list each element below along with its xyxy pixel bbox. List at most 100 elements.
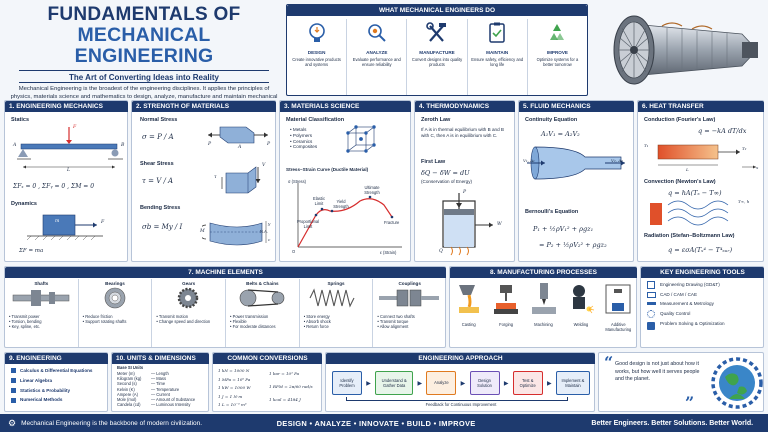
convection-diagram: [650, 200, 729, 226]
bullet: Store energy: [304, 314, 369, 319]
bernoulli-equation-line1: P₁ + ½ρV₁² + ρgz₁: [533, 225, 594, 233]
work-w-label: W: [497, 222, 502, 227]
jet-engine-illustration: [592, 4, 764, 96]
material-item: Metals: [290, 127, 317, 133]
machining-icon: [531, 283, 556, 314]
conversion-item: 1 kW = 1000 W: [218, 385, 251, 391]
proportional-limit-label: Proportional Limit: [296, 219, 320, 230]
math-item-label: Numerical Methods: [20, 397, 63, 403]
support-b-label: B: [121, 143, 125, 148]
engineering-mathematics-panel: 9. ENGINEERING MATHEMATICS Calculus & Di…: [4, 352, 108, 412]
check-square-icon: [11, 387, 16, 393]
zeroth-law-text: If A is in thermal equilibrium with B an…: [421, 127, 504, 138]
title-line1: FUNDAMENTALS OF: [47, 4, 241, 25]
process-label: Welding: [573, 322, 589, 327]
math-item: Statistics & Probability: [11, 388, 93, 394]
statics-beam-diagram: [17, 127, 123, 169]
section-header: 9. ENGINEERING MATHEMATICS: [5, 353, 108, 373]
tools-list: Engineering Drawing (GD&T) CAD / CAM / C…: [647, 281, 763, 330]
statics-label: Statics: [11, 117, 30, 123]
subtitle-text: The Art of Converting Ideas into Reality: [69, 73, 219, 82]
check-square-icon: [11, 397, 16, 403]
process-label: Casting: [461, 322, 476, 327]
bearing-icon: [104, 287, 125, 309]
machine-elements-row: Shafts Transmit power Torsion, bending K…: [5, 279, 446, 347]
feedback-loop-line: [346, 397, 568, 401]
element-couplings: Couplings Connect two shafts Transmit to…: [373, 279, 446, 347]
section-header: 3. MATERIALS SCIENCE: [280, 101, 411, 112]
tool-item: Quality Control: [647, 309, 763, 318]
materials-science-panel: 3. MATERIALS SCIENCE Material Classifica…: [279, 100, 411, 262]
radiation-label: Radiation (Stefan–Boltzmann Law): [644, 233, 735, 239]
tool-item: Measurement & Metrology: [647, 301, 763, 307]
si-row: Second (s)— Time: [117, 381, 207, 386]
arrow-right-icon: ▶: [460, 380, 466, 387]
bernoulli-equation-line2: = P₂ + ½ρV₂² + ρgz₂: [539, 241, 607, 249]
tool-label: Measurement & Metrology: [660, 301, 714, 306]
common-conversions-panel: COMMON CONVERSIONS 1 kN = 1000 N 1 MPa =…: [212, 352, 322, 412]
step-box: Analyze: [426, 371, 457, 395]
bullet: Transmit motion: [156, 314, 221, 319]
bullet: Transmit torque: [377, 319, 442, 324]
bending-beam-diagram: [202, 221, 267, 246]
math-item-label: Statistics & Probability: [20, 387, 71, 393]
roles-header-text: WHAT MECHANICAL ENGINEERS DO: [378, 7, 496, 14]
quote-panel: “ Good design is not just about how it w…: [598, 352, 764, 412]
process-label: Machining: [534, 322, 553, 327]
c-label: c: [268, 237, 271, 242]
quote-text: Good design is not just about how it wor…: [615, 361, 700, 382]
ts-label: Tₛ: [646, 211, 651, 216]
drawing-icon: [647, 281, 655, 289]
strength-of-materials-panel: 2. STRENGTH OF MATERIALS Normal Stress σ…: [131, 100, 276, 262]
bullet: Reduce friction: [83, 314, 148, 319]
roles-header: WHAT MECHANICAL ENGINEERS DO: [287, 5, 587, 16]
si-row: Candela (cd)— Luminous Intensity: [117, 402, 207, 407]
first-law-label: First Law: [421, 159, 446, 165]
role-desc: Convert designs into quality products: [411, 56, 463, 67]
role-analyze: ANALYZE Evaluate performance and ensure …: [347, 19, 408, 95]
l-label: L: [686, 167, 689, 172]
fracture-label: Fracture: [384, 220, 400, 225]
si-row: Meter (m)— Length: [117, 371, 207, 376]
section-header: 6. HEAT TRANSFER: [638, 101, 764, 112]
process-label: Forging: [499, 322, 514, 327]
bullet: Transmit power: [9, 314, 74, 319]
recycle-icon: [550, 24, 565, 40]
footer-left: Mechanical Engineering is the backbone o…: [21, 419, 203, 427]
monitor-icon: [647, 292, 656, 298]
arrow-right-icon: ▶: [547, 380, 552, 387]
v-label: V: [262, 163, 266, 168]
forging-icon: [494, 285, 519, 314]
tool-label: Problem Solving & Optimization: [660, 320, 725, 326]
approach-flow: Identify Problem ▶ Understand & Gather D…: [332, 370, 590, 396]
piston-cylinder-diagram: [442, 193, 493, 256]
casting-icon: [458, 285, 479, 313]
bernoulli-label: Bernoulli's Equation: [525, 209, 579, 215]
element-name: Bearings: [105, 281, 125, 286]
section-header: 10. UNITS & DIMENSIONS: [112, 353, 209, 364]
footer-right: Better Engineers. Better Solutions. Bett…: [591, 419, 754, 427]
tool-label: Quality Control: [660, 310, 691, 316]
arrow-right-icon: ▶: [366, 380, 371, 387]
section-header: COMMON CONVERSIONS: [213, 353, 322, 364]
stress-strain-curve: [297, 183, 402, 248]
conversion-item: 1 RPM = 2π/60 rad/s: [269, 384, 313, 389]
role-desc: Optimize systems for a better tomorrow: [536, 56, 579, 67]
key-tools-panel: KEY ENGINEERING TOOLS Engineering Drawin…: [640, 266, 764, 348]
element-bullets: Reduce friction Support rotating shafts: [83, 314, 148, 324]
tinf-label: T∞, h: [738, 199, 750, 204]
si-unit: Mole (mol): [117, 397, 137, 403]
units-dimensions-panel: 10. UNITS & DIMENSIONS Base SI Units Met…: [111, 352, 209, 412]
title-subtitle: The Art of Converting Ideas into Reality: [19, 70, 269, 83]
bullet: Power transmission: [230, 314, 295, 319]
material-item: Ceramics: [290, 139, 317, 145]
section-header: 4. THERMODYNAMICS: [415, 101, 515, 112]
shear-stress-label: Shear Stress: [140, 161, 174, 167]
si-quantity: — Luminous Intensity: [151, 402, 191, 408]
tool-item: Problem Solving & Optimization: [647, 321, 763, 330]
bullet: Absorb shock: [304, 319, 369, 324]
element-gears: Gears Transmit motion Change speed and d…: [152, 279, 227, 347]
element-name: Gears: [182, 281, 196, 286]
conversion-item: 1 kcal = 4184 J: [269, 397, 301, 402]
tool-label: Engineering Drawing (GD&T): [660, 282, 720, 288]
